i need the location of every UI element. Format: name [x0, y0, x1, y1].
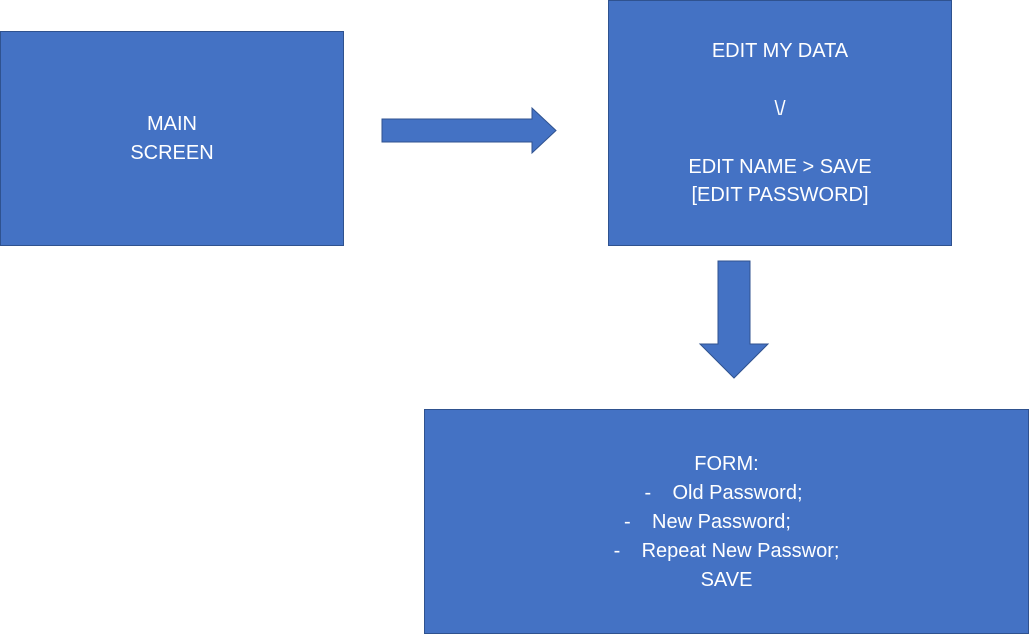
- main-screen-node: MAIN SCREEN: [0, 31, 344, 246]
- form-item: -New Password;: [425, 508, 1028, 537]
- edit-password-text: [EDIT PASSWORD]: [691, 184, 869, 206]
- form-item-label: Repeat New Passwor;: [641, 540, 840, 562]
- form-item-bullet: -: [644, 482, 652, 504]
- form-item-bullet: -: [624, 511, 631, 533]
- form-item-bullet: -: [613, 540, 621, 562]
- form-item: -Old Password;: [425, 479, 1028, 508]
- edit-name-save-text: EDIT NAME > SAVE: [688, 156, 872, 178]
- edit-my-data-title: EDIT MY DATA: [711, 40, 849, 62]
- form-item-label: Old Password;: [672, 482, 803, 504]
- form-content: FORM: -Old Password; -New Password; -Rep…: [425, 450, 1028, 595]
- edit-my-data-node: EDIT MY DATA \/ EDIT NAME > SAVE [EDIT P…: [608, 0, 952, 246]
- form-item-label: New Password;: [652, 511, 791, 533]
- form-save-label: SAVE: [700, 569, 753, 591]
- form-node: FORM: -Old Password; -New Password; -Rep…: [424, 409, 1029, 634]
- form-title: FORM:: [694, 453, 759, 475]
- down-arrow-connector: [698, 260, 770, 379]
- right-arrow-connector: [381, 106, 557, 155]
- form-item: -Repeat New Passwor;: [425, 537, 1028, 566]
- chevron-down-glyph: \/: [774, 98, 786, 120]
- main-screen-label-line1: MAIN: [147, 112, 197, 135]
- main-screen-label-line2: SCREEN: [130, 141, 214, 164]
